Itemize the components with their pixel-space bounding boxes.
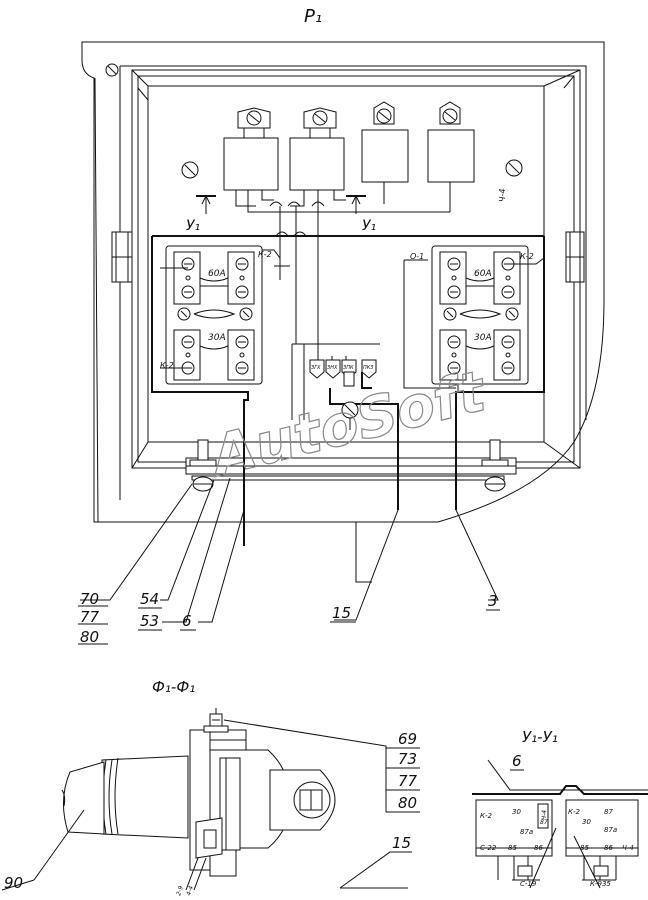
callout-80-main: 80 <box>80 628 99 646</box>
relay-left-pin-87: 87 <box>540 819 548 826</box>
callout-6-u: 6 <box>512 752 522 770</box>
fuse-rating-right-60: 60А <box>474 269 492 279</box>
callout-54: 54 <box>140 590 159 608</box>
fuse-rating-right-30: 30А <box>474 333 492 343</box>
fuse-rating-left-60: 60А <box>208 269 226 279</box>
fuse-tag-3: ЗПК <box>343 365 354 371</box>
relay-right-pin-87a: 87а <box>604 826 617 834</box>
callout-15-main: 15 <box>332 604 351 622</box>
mounting-bolts <box>189 439 509 492</box>
relay-left-wire-k2: К-2 <box>480 812 492 820</box>
wire-label-o1: О-1 <box>410 252 424 261</box>
wire-label-k2-bottom-left: К-2 <box>160 361 174 370</box>
relay-left-wire-c22: С-22 <box>480 844 497 852</box>
ground-screw <box>341 401 359 419</box>
section-mark-u-left: У₁ <box>186 218 200 234</box>
callout-90: 90 <box>4 874 23 892</box>
main-wiring <box>151 201 545 546</box>
callout-15-f: 15 <box>392 834 411 852</box>
fuse-tag-2: ЗНХ <box>327 365 338 371</box>
relay-right-pin-87: 87 <box>604 808 613 816</box>
callout-70: 70 <box>80 590 99 608</box>
tag-k935: К-935 <box>590 880 611 888</box>
relay-right-pin-86: 86 <box>604 844 613 852</box>
fuse-block-right <box>431 245 545 385</box>
callout-77-f: 77 <box>398 772 418 790</box>
wire-label-k2-top-left: К-2 <box>258 250 272 259</box>
section-u-drawing <box>472 759 648 889</box>
fuse-rating-left-30: 30А <box>208 333 226 343</box>
relay-right-pin-ch4: Ч-4 <box>622 844 634 852</box>
wire-label-k2-right: К-2 <box>520 252 534 261</box>
section-mark-u-right: У₁ <box>362 218 376 234</box>
callout-73: 73 <box>398 750 417 768</box>
relay-right-pin-k2: К-2 <box>568 808 580 816</box>
side-label-4-4: 4-4 <box>185 885 195 897</box>
fuse-block-left <box>160 245 263 385</box>
title-main-view: P₁ <box>304 6 322 27</box>
leaders-section-f <box>1 719 420 891</box>
section-marks-u: У₁ У₁ <box>186 195 376 234</box>
side-label-2-9: 2-9 <box>175 885 185 897</box>
relay-left-pin-30: 30 <box>512 808 521 816</box>
callout-underlines <box>138 607 500 631</box>
fuse-tag-1: ЗГХ <box>311 365 321 371</box>
callout-6-main: 6 <box>182 612 192 630</box>
fuse-tag-4: ПКЗ <box>363 365 374 371</box>
wire-label-ch4: Ч-4 <box>498 189 507 202</box>
relay-left-pin-85: 85 <box>508 844 517 852</box>
callout-80-f: 80 <box>398 794 417 812</box>
relay-left-pin-ch4: Ч-4 <box>541 810 548 820</box>
relay-left-pin-86: 86 <box>534 844 543 852</box>
callout-3: 3 <box>488 592 498 610</box>
callout-53: 53 <box>140 612 159 630</box>
title-section-f: Ф₁-Ф₁ <box>152 678 195 696</box>
callout-69: 69 <box>398 730 417 748</box>
fuse-box-housing <box>81 41 605 523</box>
terminal-tags <box>309 359 377 387</box>
section-f-drawing <box>61 708 336 891</box>
relay-right-pin-85: 85 <box>580 844 589 852</box>
relay-right-pin-30: 30 <box>582 818 591 826</box>
leaders-main <box>78 477 499 645</box>
relay-left-pin-87a: 87а <box>520 828 533 836</box>
title-section-u: У₁-У₁ <box>522 728 558 746</box>
callout-77-main: 77 <box>80 608 100 626</box>
relay-bank <box>181 101 523 213</box>
tag-c19: С-19 <box>520 880 537 888</box>
